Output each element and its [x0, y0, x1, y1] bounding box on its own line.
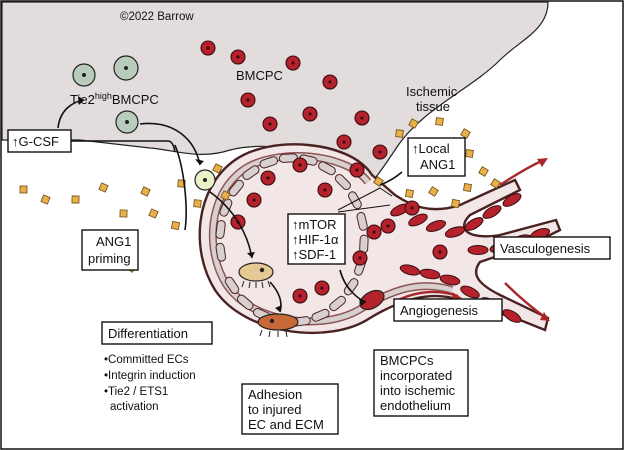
signal-pointers [337, 187, 393, 213]
differentiation-item-3: •Tie2 / ETS1 [104, 386, 168, 398]
endothelial-cell [228, 179, 244, 197]
ischemic-label-line2: tissue [416, 99, 450, 114]
endothelial-cell [278, 153, 298, 163]
local-ang1-line2: ANG1 [420, 157, 455, 172]
differentiation-item-4: activation [110, 401, 159, 413]
gcsf-box: ↑G-CSF [12, 134, 59, 149]
endothelial-cell [348, 191, 362, 210]
branch-endothelial-cell [439, 274, 461, 286]
differentiating-cell [238, 262, 385, 338]
bone-marrow-background [1, 1, 549, 186]
branch-endothelial-cell [467, 245, 489, 255]
process-arrows [57, 99, 403, 313]
ang1-particle [19, 185, 28, 194]
differentiation-item-2: •Integrin induction [104, 370, 196, 382]
incorporated-line3: into ischemic [380, 383, 456, 398]
ang1-particle [404, 188, 415, 199]
ang1-particle [428, 186, 439, 197]
progenitor-cells [72, 55, 216, 191]
vasculogenesis-box: Vasculogenesis [500, 241, 591, 256]
ang1-priming-line2: priming [88, 251, 131, 266]
copyright-text: ©2022 Barrow [120, 11, 194, 23]
local-ang1-line1: ↑Local [412, 141, 450, 156]
ang1-particle [212, 163, 223, 174]
ang1-particle [98, 182, 109, 193]
ang1-particle [435, 117, 444, 126]
ang1-particle [450, 198, 461, 209]
branch-endothelial-cell [419, 268, 441, 280]
endothelial-cell [356, 212, 368, 231]
ang1-particle [478, 166, 489, 177]
ang1-particle [193, 199, 202, 208]
differentiation-item-1: •Committed ECs [104, 354, 189, 366]
endothelial-cell [242, 165, 260, 180]
ang1-particle [460, 128, 471, 139]
ang1-particle [119, 209, 128, 218]
ang1-particles [19, 117, 501, 273]
branch-endothelial-cell [460, 285, 480, 299]
endothelial-cell [318, 161, 336, 176]
incorporated-line2: incorporated [380, 368, 452, 383]
ang1-particle [71, 195, 80, 204]
differentiation-box: Differentiation [108, 326, 188, 341]
endothelial-cell [343, 278, 359, 296]
incorporated-line4: endothelium [380, 398, 451, 413]
ang1-particle [140, 186, 151, 197]
branch-endothelial-cell [502, 309, 522, 323]
signal-sdf1: ↑SDF-1 [292, 247, 336, 262]
ang1-particle [170, 220, 181, 231]
branch-endothelial-cell [502, 193, 522, 207]
adhesion-line3: EC and ECM [248, 417, 324, 432]
endothelial-cell [311, 308, 330, 322]
branch-endothelial-cell [425, 220, 447, 232]
ang1-priming-line1: ANG1 [96, 234, 131, 249]
branch-endothelial-cell [444, 226, 466, 238]
signal-hif1a: ↑HIF-1α [292, 232, 339, 247]
red-blood-cells [200, 40, 448, 304]
ang1-particle [395, 129, 404, 138]
ang1-particle [490, 178, 501, 189]
endothelial-cell [259, 156, 279, 169]
endothelial-cell [224, 276, 240, 294]
ang1-particle [40, 194, 51, 205]
angiogenesis-box: Angiogenesis [400, 303, 479, 318]
tie2-label: Tie2highBMCPC [70, 91, 159, 107]
endothelial-cell [215, 242, 227, 262]
incorporated-line1: BMCPCs [380, 353, 434, 368]
branch-endothelial-cell [482, 205, 502, 219]
ischemic-label-line1: Ischemic [406, 84, 458, 99]
branch-endothelial-cell [464, 217, 484, 231]
endothelial-cell [215, 220, 226, 239]
label-boxes [7, 129, 611, 435]
arrow-heads [78, 96, 366, 312]
endothelial-lining [215, 153, 369, 327]
bmcpc-label: BMCPC [236, 68, 283, 83]
adhesion-line1: Adhesion [248, 387, 302, 402]
endothelial-cell [236, 294, 254, 311]
ang1-particle [465, 149, 474, 158]
ang1-particle [220, 190, 231, 201]
ang1-particle [148, 208, 159, 219]
gcsf-connector [71, 140, 176, 153]
ang1-particle [463, 183, 472, 192]
endothelial-cell [334, 173, 351, 191]
ang1-particle [408, 118, 419, 129]
signal-mtor: ↑mTOR [292, 217, 337, 232]
adhesion-line2: to injured [248, 402, 301, 417]
branch-endothelial-cell [408, 213, 428, 227]
endothelial-cell [329, 295, 346, 312]
